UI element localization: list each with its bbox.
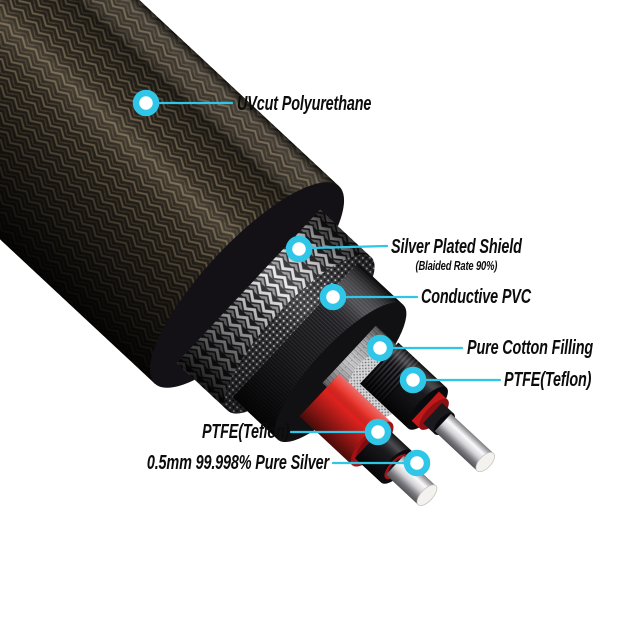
callout-dot-pvc xyxy=(319,283,347,311)
callout-dots xyxy=(132,89,431,477)
callout-label-ptfe-left: PTFE(Teflon) xyxy=(201,421,289,443)
callout-dot-ptfe-left xyxy=(364,418,392,446)
callout-label-ptfe-right: PTFE(Teflon) xyxy=(504,369,592,391)
callout-leaders xyxy=(156,101,502,465)
callout-line-shield xyxy=(309,244,389,250)
silver-wire-left-tip xyxy=(416,484,438,506)
callout-label-cotton: Pure Cotton Filling xyxy=(467,337,594,359)
callout-label-shield-sub: (Blaided Rate 90%) xyxy=(415,258,498,273)
callout-label-silver: 0.5mm 99.998% Pure Silver xyxy=(146,452,329,474)
callout-dot-uvcut xyxy=(132,89,160,117)
callout-dot-cotton xyxy=(366,334,394,362)
callout-dot-silver xyxy=(403,449,431,477)
callout-label-shield: Silver Plated Shield (Blaided Rate 90%) xyxy=(391,236,522,273)
callout-dot-shield xyxy=(285,235,313,263)
callout-label-shield-main: Silver Plated Shield xyxy=(391,236,522,258)
jacket-layer xyxy=(0,0,345,388)
cable-render xyxy=(0,0,495,506)
silver-wire-right-tip xyxy=(475,451,495,473)
callout-label-pvc: Conductive PVC xyxy=(421,286,532,308)
callout-label-uvcut: UVcut Polyurethane xyxy=(237,93,372,115)
silver-wire-right xyxy=(434,413,494,471)
callout-dot-ptfe-right xyxy=(399,366,427,394)
